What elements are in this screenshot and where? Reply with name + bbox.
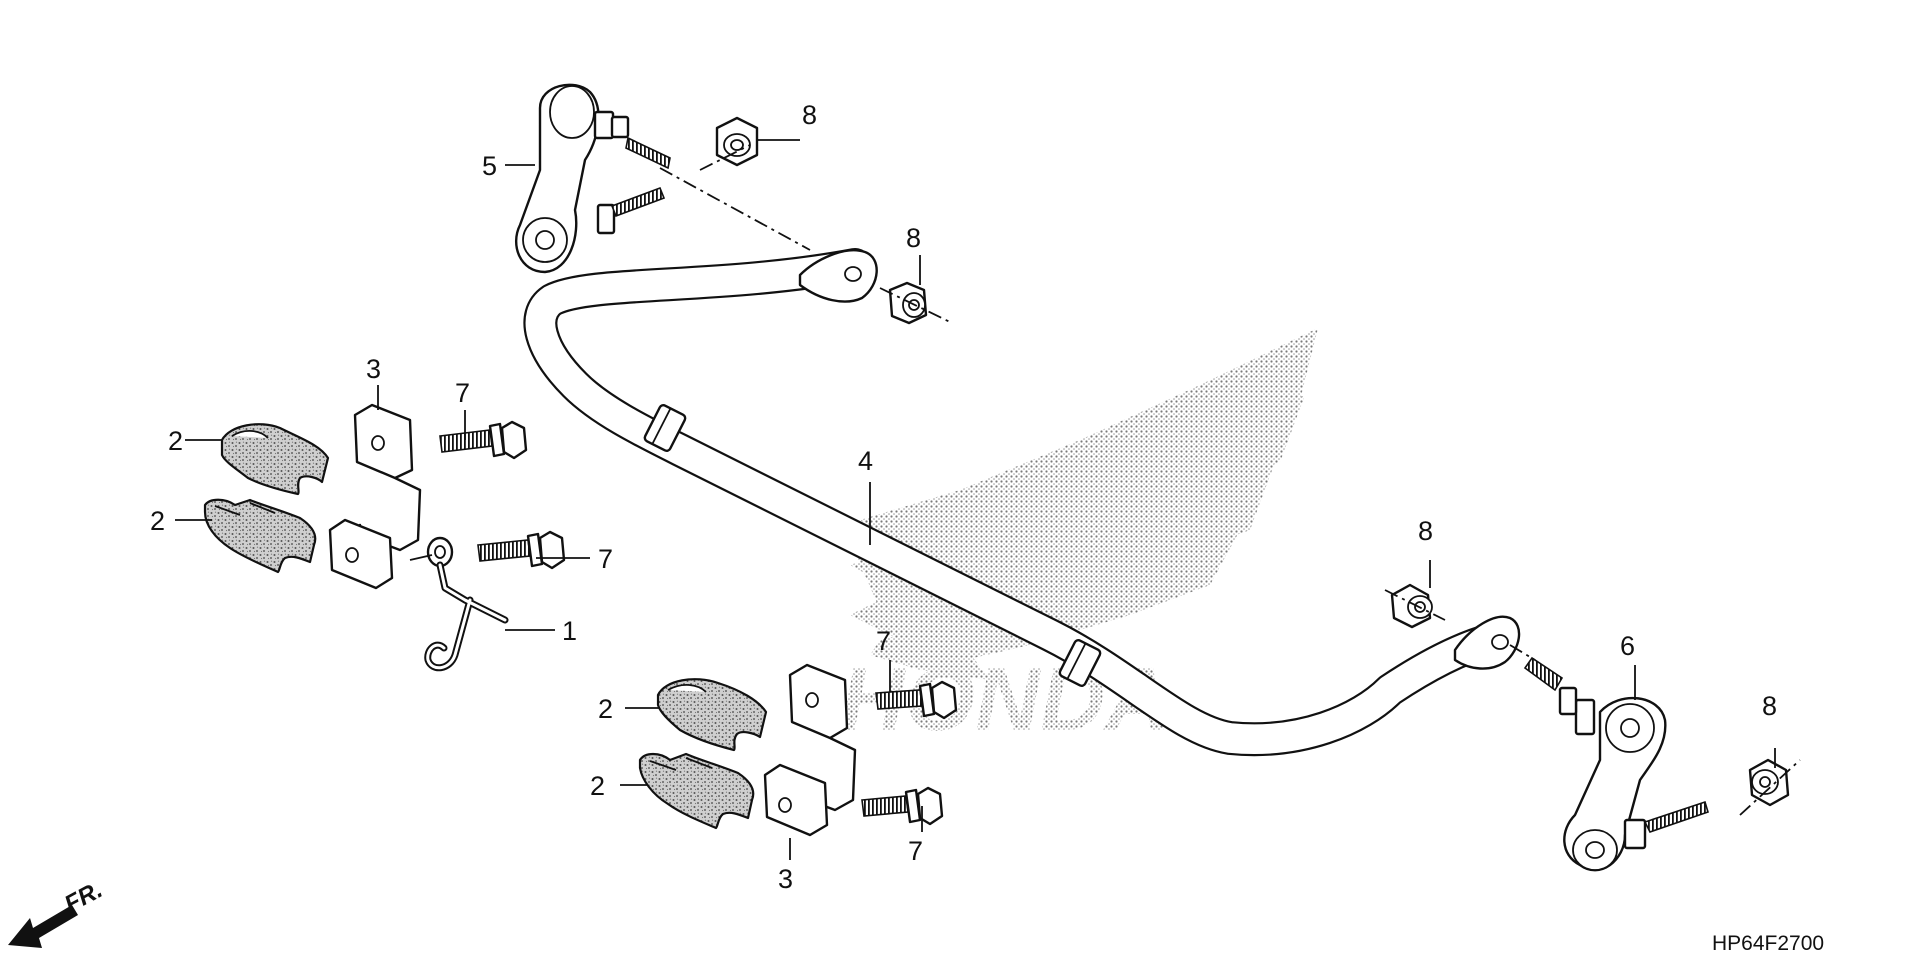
callout-7-lower-bottom: 7	[908, 836, 923, 866]
honda-wing-watermark: HONDA	[840, 328, 1318, 750]
bushing-lower-left	[203, 498, 317, 574]
callout-8-mid: 8	[906, 223, 921, 253]
callout-7-lower-left: 7	[598, 544, 613, 574]
bushing-upper-bottom	[656, 678, 768, 752]
front-direction-indicator: FR.	[8, 876, 107, 948]
leader-lines	[175, 139, 1801, 860]
flange-bolt-upper-bottom	[875, 680, 958, 720]
flange-nut-top	[715, 116, 759, 167]
callout-2-upper-bottom: 2	[598, 694, 613, 724]
callout-8-right: 8	[1418, 516, 1433, 546]
flange-bolt-upper-left	[439, 420, 528, 460]
front-arrow-icon	[8, 905, 78, 948]
callout-7-upper-left: 7	[455, 378, 470, 408]
callout-1: 1	[562, 616, 577, 646]
callout-5: 5	[482, 151, 497, 181]
flange-bolt-lower-left	[477, 530, 566, 570]
bracket-lower-bottom	[763, 763, 829, 837]
wire-clamp	[409, 536, 509, 672]
callout-2-upper-left: 2	[168, 426, 183, 456]
flange-nut-mid	[888, 281, 928, 325]
callout-4: 4	[858, 446, 873, 476]
callout-3-bottom: 3	[778, 864, 793, 894]
flange-bolt-lower-bottom	[861, 786, 944, 826]
flange-nut-far-right	[1748, 758, 1790, 807]
diagram-code: HP64F2700	[1712, 932, 1824, 955]
link-lower-right	[1523, 656, 1709, 872]
callouts: 5 3 7 2 2 7 1 4 8 8 8 8 6 7 2 2 3 7	[150, 100, 1777, 894]
link-upper-left	[515, 83, 671, 274]
bushing-upper-left	[220, 423, 330, 496]
callout-2-lower-bottom: 2	[590, 771, 605, 801]
callout-7-upper-bottom: 7	[876, 626, 891, 656]
flange-nut-right	[1390, 583, 1433, 629]
callout-8-far-right: 8	[1762, 691, 1777, 721]
bushing-lower-bottom	[638, 752, 755, 830]
stabilizer-bar	[523, 248, 1521, 757]
callout-3-left: 3	[366, 354, 381, 384]
callout-8-top: 8	[802, 100, 817, 130]
bracket-lower-left	[328, 518, 394, 590]
callout-2-lower-left: 2	[150, 506, 165, 536]
callout-6: 6	[1620, 631, 1635, 661]
